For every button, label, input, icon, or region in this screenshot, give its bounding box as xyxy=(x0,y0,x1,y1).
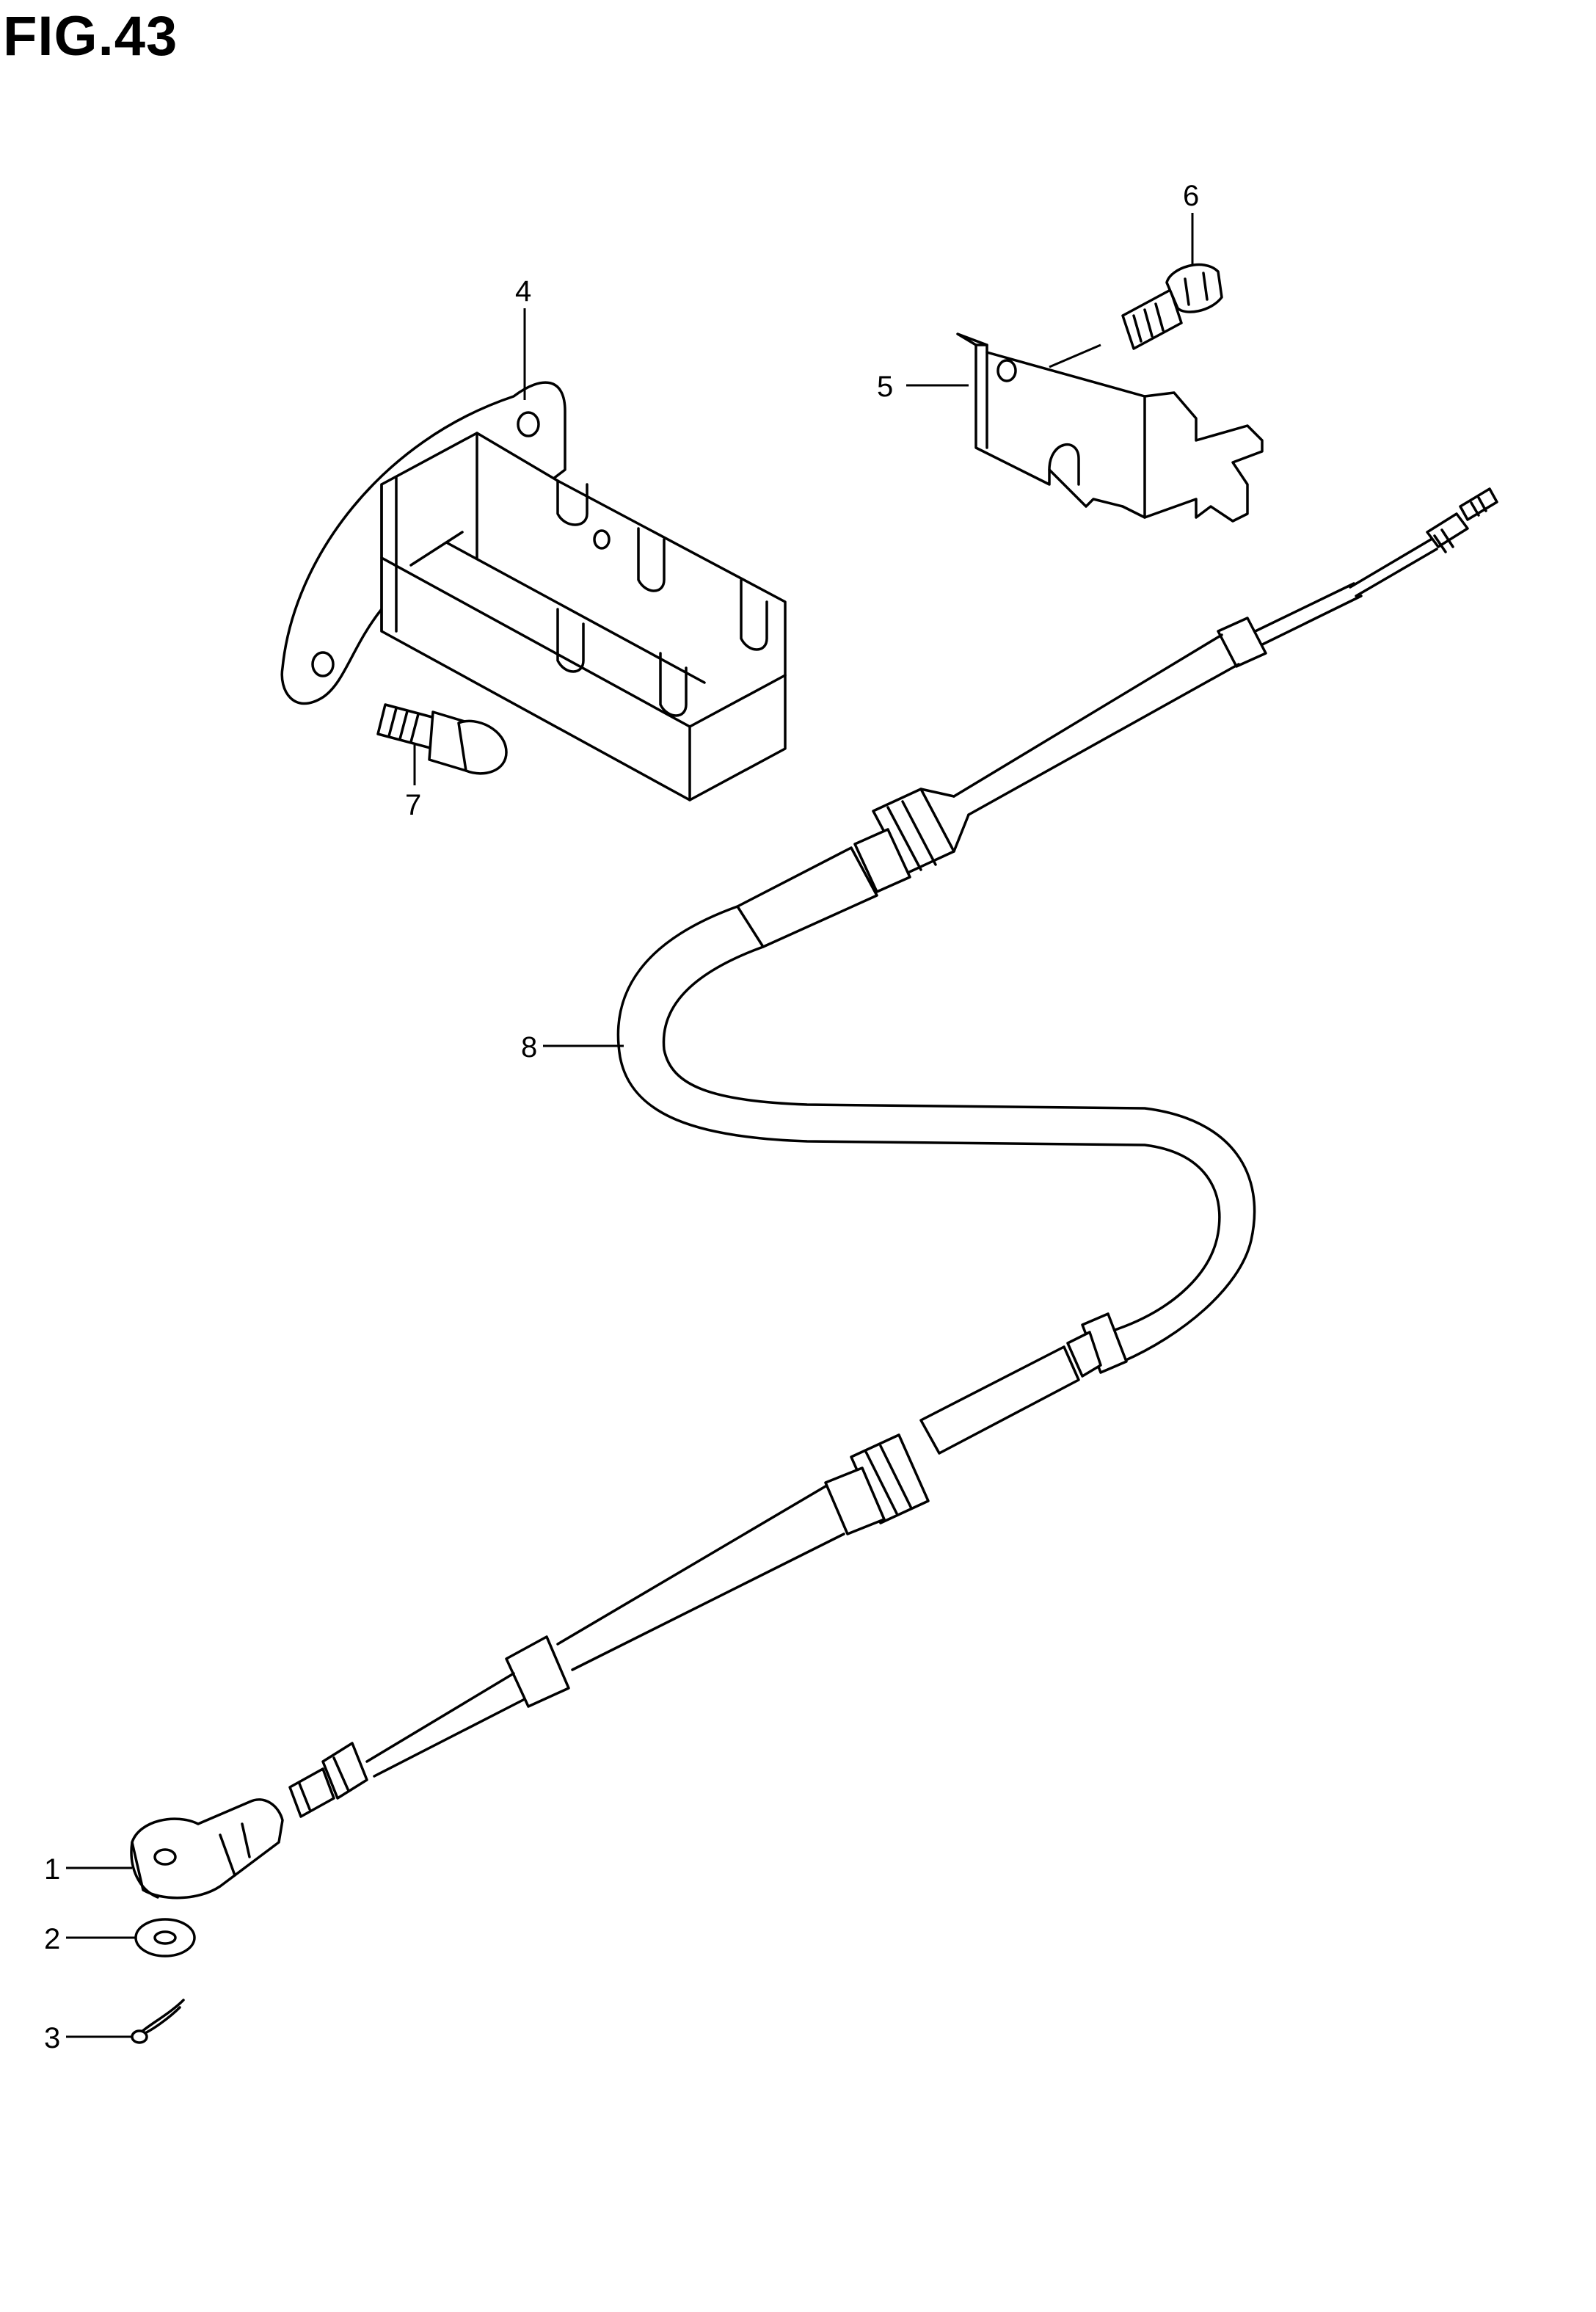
callout-leaders xyxy=(66,213,1194,2038)
part-1-clevis xyxy=(130,1798,284,1900)
callout-2: 2 xyxy=(44,1923,60,1955)
part-4-bracket xyxy=(280,381,787,801)
callout-3: 3 xyxy=(44,2022,60,2054)
callout-7: 7 xyxy=(405,789,421,821)
callout-1: 1 xyxy=(44,1853,60,1886)
part-6-bolt xyxy=(1049,263,1223,368)
part-7-bolt xyxy=(376,703,508,775)
part-8-cable xyxy=(288,487,1498,1818)
callout-5: 5 xyxy=(877,371,893,403)
part-2-washer xyxy=(134,1918,196,1957)
figure-title: FIG.43 xyxy=(3,5,178,68)
callout-6: 6 xyxy=(1183,180,1199,212)
callout-8: 8 xyxy=(521,1031,537,1064)
part-5-bracket xyxy=(956,332,1264,523)
part-3-cotter-pin xyxy=(131,1999,185,2044)
callout-4: 4 xyxy=(515,275,531,308)
